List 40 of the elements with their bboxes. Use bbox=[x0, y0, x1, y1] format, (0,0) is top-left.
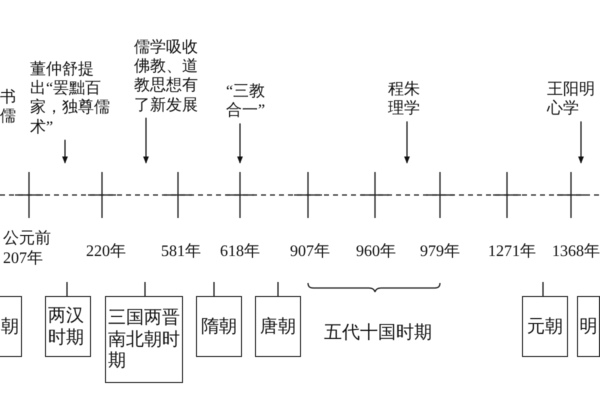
year-label: 979年 bbox=[420, 242, 460, 262]
period-box bbox=[0, 296, 22, 357]
annotation-text: 书儒 bbox=[0, 88, 18, 126]
annotation-text: 董仲舒提出“罢黜百家，独尊儒术” bbox=[30, 60, 130, 137]
year-label: 220年 bbox=[86, 242, 126, 262]
period-name: 明 bbox=[580, 316, 598, 338]
period-label: 五代十国时期 bbox=[324, 321, 432, 344]
year-label: 960年 bbox=[356, 242, 396, 262]
connector-line bbox=[277, 282, 279, 296]
arrow bbox=[578, 121, 584, 164]
annotation-text: 程朱理学 bbox=[388, 80, 426, 118]
period-name: 三国两晋南北朝时期 bbox=[108, 307, 180, 372]
year-label: 907年 bbox=[290, 242, 330, 262]
year-label: 公元前207年 bbox=[3, 229, 52, 269]
connector-line bbox=[542, 282, 544, 296]
period-box bbox=[45, 296, 91, 357]
period-name: 唐朝 bbox=[260, 316, 296, 338]
period-name: 元朝 bbox=[527, 316, 563, 338]
period-name: 朝 bbox=[1, 316, 19, 338]
year-label: 618年 bbox=[220, 242, 260, 262]
period-box bbox=[105, 296, 183, 383]
arrow bbox=[62, 140, 68, 164]
period-name: 隋朝 bbox=[201, 316, 237, 338]
connector-line bbox=[66, 282, 68, 296]
annotation-text: “三教合一” bbox=[226, 82, 280, 120]
annotation-text: 王阳明心学 bbox=[547, 80, 600, 118]
annotation-text: 儒学吸收佛教、道教思想有了新发展 bbox=[134, 38, 208, 115]
connector-line bbox=[144, 282, 146, 296]
period-name: 两汉时期 bbox=[48, 304, 85, 348]
period-box bbox=[522, 296, 568, 357]
period-box bbox=[255, 296, 301, 357]
period-box bbox=[196, 296, 242, 357]
period-box bbox=[577, 296, 600, 357]
arrow bbox=[237, 123, 243, 164]
year-label: 581年 bbox=[161, 242, 201, 262]
year-label: 1368年 bbox=[552, 242, 600, 262]
arrow bbox=[143, 118, 149, 164]
year-label: 1271年 bbox=[488, 242, 536, 262]
connector-line bbox=[213, 282, 215, 296]
arrow bbox=[404, 121, 410, 164]
